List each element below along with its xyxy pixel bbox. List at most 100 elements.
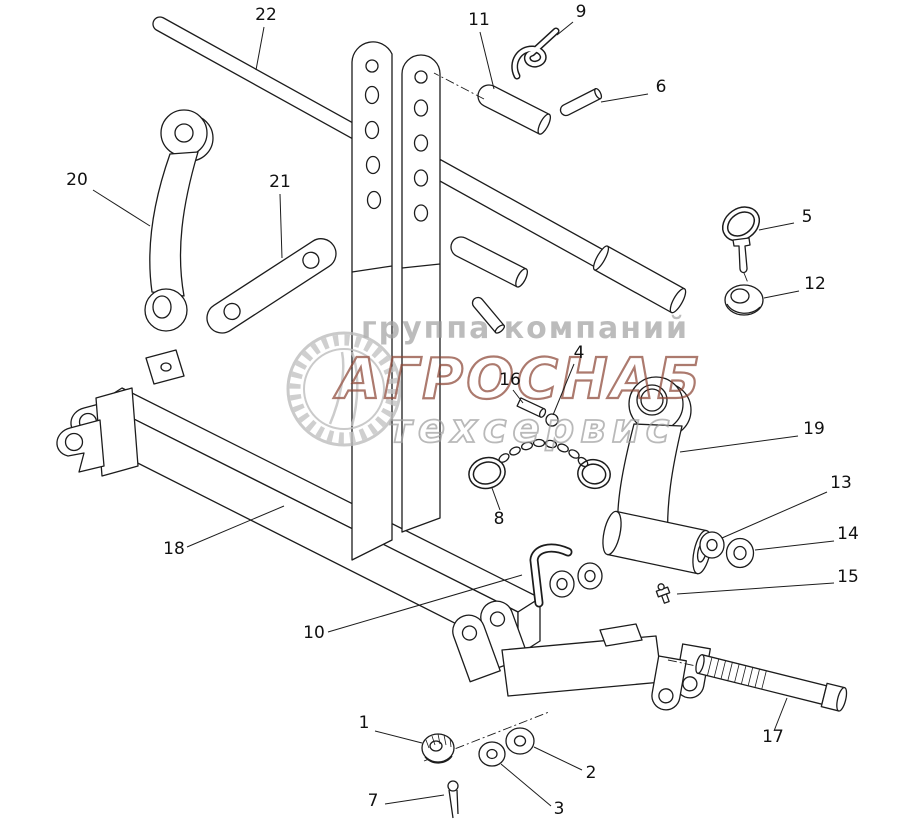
callout-leader bbox=[500, 763, 552, 807]
callouts: 22 11 9 6 20 21 5 12 4 16 bbox=[66, 2, 859, 819]
part-spring-cotter bbox=[511, 27, 560, 80]
callout-22: 22 bbox=[255, 5, 277, 71]
part-cotter-pin bbox=[447, 780, 459, 819]
callout-leader bbox=[758, 222, 795, 231]
callout-number: 2 bbox=[586, 763, 597, 783]
part-middle-pin bbox=[450, 236, 529, 288]
callout-17: 17 bbox=[762, 697, 788, 747]
callout-leader bbox=[255, 26, 265, 71]
callout-leader bbox=[186, 505, 285, 548]
callout-leader bbox=[491, 487, 501, 511]
part-adjusting-straps bbox=[351, 41, 441, 561]
callout-number: 4 bbox=[574, 343, 585, 363]
callout-leader bbox=[327, 574, 523, 633]
callout-number: 22 bbox=[255, 5, 277, 25]
callout-leader bbox=[754, 540, 835, 551]
part-shackle-ring bbox=[545, 413, 559, 427]
callout-number: 9 bbox=[576, 2, 587, 22]
watermark-line3: техсервис bbox=[389, 406, 676, 452]
callout-number: 11 bbox=[468, 10, 490, 30]
callout-13: 13 bbox=[721, 473, 852, 539]
callout-number: 12 bbox=[804, 274, 826, 294]
callout-number: 10 bbox=[303, 623, 325, 643]
part-spacer-washers bbox=[549, 562, 603, 598]
part-right-lever bbox=[602, 376, 712, 575]
callout-leader bbox=[374, 730, 423, 744]
callout-leader bbox=[552, 363, 575, 416]
part-bushing bbox=[724, 284, 764, 316]
assembly-axis-line bbox=[433, 72, 485, 100]
callout-leader bbox=[600, 93, 649, 103]
callout-12: 12 bbox=[763, 274, 826, 299]
part-link-bar bbox=[206, 238, 337, 334]
part-long-bolt bbox=[695, 654, 848, 712]
callout-leader bbox=[721, 491, 828, 539]
callout-leader bbox=[679, 435, 799, 453]
watermark-emblem bbox=[286, 331, 402, 447]
part-washer-13 bbox=[699, 531, 725, 559]
callout-15: 15 bbox=[676, 567, 859, 595]
callout-11: 11 bbox=[468, 10, 495, 90]
part-small-pin bbox=[471, 296, 506, 334]
callout-number: 8 bbox=[494, 509, 505, 529]
part-chain bbox=[468, 438, 611, 490]
callout-6: 6 bbox=[600, 77, 667, 103]
callout-number: 6 bbox=[656, 77, 667, 97]
part-knurled-nut bbox=[421, 733, 455, 764]
callout-leader bbox=[533, 746, 583, 771]
part-lower-bracket bbox=[452, 600, 711, 711]
part-washer-14 bbox=[725, 537, 755, 569]
callout-number: 16 bbox=[499, 370, 521, 390]
callout-number: 19 bbox=[803, 419, 825, 439]
callout-19: 19 bbox=[679, 419, 825, 453]
callout-number: 18 bbox=[163, 539, 185, 559]
callout-number: 21 bbox=[269, 172, 291, 192]
callout-leader bbox=[763, 290, 800, 299]
part-washer-3 bbox=[478, 741, 506, 767]
part-roll-pin bbox=[559, 87, 603, 117]
assembly-axis-line bbox=[667, 659, 702, 668]
callout-leader bbox=[773, 697, 788, 732]
callout-leader bbox=[279, 193, 283, 259]
part-left-lever bbox=[144, 109, 214, 332]
part-clevis-pin bbox=[477, 84, 552, 135]
callout-leader bbox=[479, 31, 495, 90]
callout-leader bbox=[676, 582, 835, 595]
callout-number: 17 bbox=[762, 727, 784, 747]
callout-number: 15 bbox=[837, 567, 859, 587]
callout-3: 3 bbox=[500, 763, 565, 819]
part-shackle-pin bbox=[516, 397, 547, 418]
assembly-axis-line bbox=[743, 272, 749, 284]
part-top-rod bbox=[152, 16, 687, 314]
callout-21: 21 bbox=[269, 172, 291, 259]
watermark-line2: АГРОСНАБ bbox=[333, 347, 703, 412]
part-main-frame bbox=[56, 349, 541, 656]
callout-number: 1 bbox=[359, 713, 370, 733]
callout-16: 16 bbox=[499, 370, 524, 404]
callout-number: 14 bbox=[837, 524, 859, 544]
part-washer-2 bbox=[505, 727, 535, 755]
callout-20: 20 bbox=[66, 170, 151, 227]
callout-leader bbox=[92, 189, 151, 227]
watermark-line1: группа компаний bbox=[361, 311, 689, 346]
callout-4: 4 bbox=[552, 343, 585, 416]
callout-5: 5 bbox=[758, 207, 813, 231]
callout-leader bbox=[384, 794, 445, 805]
callout-leader bbox=[512, 389, 524, 404]
callout-2: 2 bbox=[533, 746, 597, 783]
callout-number: 7 bbox=[368, 791, 379, 811]
callout-number: 20 bbox=[66, 170, 88, 190]
part-handle-pin bbox=[529, 543, 573, 608]
callout-number: 5 bbox=[802, 207, 813, 227]
callout-leader bbox=[556, 21, 574, 36]
callout-10: 10 bbox=[303, 574, 523, 643]
callout-1: 1 bbox=[359, 713, 423, 744]
part-linch-pin bbox=[721, 206, 761, 274]
callout-7: 7 bbox=[368, 791, 445, 811]
callout-14: 14 bbox=[754, 524, 859, 551]
callout-number: 3 bbox=[554, 799, 565, 819]
callout-8: 8 bbox=[491, 487, 505, 529]
callout-9: 9 bbox=[556, 2, 587, 36]
